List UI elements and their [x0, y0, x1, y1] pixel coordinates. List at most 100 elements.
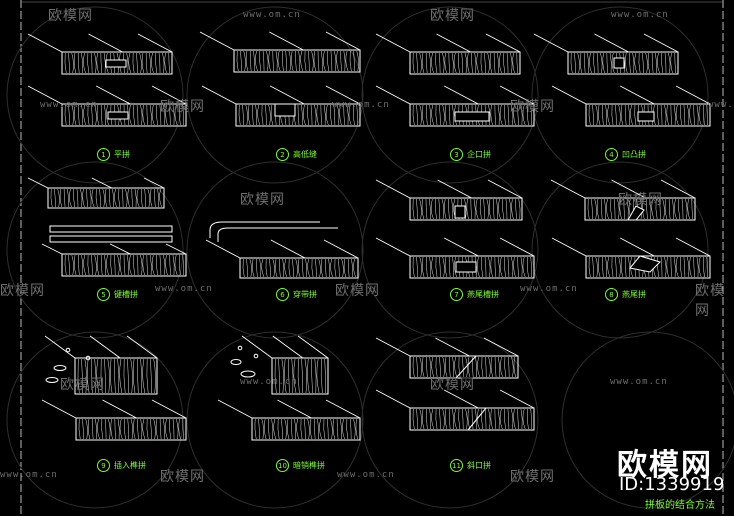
wood-grain	[291, 418, 293, 440]
wood-grain	[304, 358, 307, 394]
watermark-circle	[361, 331, 539, 509]
wood-grain	[504, 408, 506, 430]
wood-grain	[606, 52, 609, 74]
wood-grain	[462, 356, 464, 378]
wood-grain	[108, 188, 111, 208]
wood-grain	[488, 256, 491, 278]
board-edge	[102, 399, 137, 419]
wood-grain	[113, 254, 116, 276]
wood-grain	[642, 52, 644, 74]
board	[241, 335, 329, 395]
wood-grain	[327, 418, 329, 440]
wood-grain	[461, 408, 464, 430]
wood-grain	[255, 104, 258, 126]
wood-grain	[500, 356, 503, 378]
wood-grain	[340, 418, 342, 440]
wood-grain	[99, 188, 101, 208]
joint-name: 暗销榫拼	[293, 461, 325, 470]
watermark-logo: 欧模网	[695, 283, 725, 319]
wood-grain	[505, 198, 508, 220]
wood-grain	[140, 254, 143, 276]
wood-grain	[607, 256, 611, 278]
wood-grain	[475, 198, 479, 220]
wood-grain	[490, 104, 493, 126]
board-edge	[89, 335, 121, 359]
wood-grain	[698, 104, 702, 126]
watermark-url: www.om.cn	[0, 470, 58, 480]
joint-number: 7	[450, 288, 463, 301]
wood-grain	[275, 50, 278, 72]
wood-grain	[570, 52, 573, 74]
board-edge	[217, 399, 253, 419]
board-edge	[619, 237, 655, 257]
wood-grain	[657, 52, 660, 74]
joint-notch	[107, 111, 129, 120]
wood-grain	[103, 52, 106, 74]
wood-grain	[50, 188, 53, 208]
board-edge	[143, 177, 165, 189]
wood-grain	[314, 104, 317, 126]
board-edge	[487, 179, 523, 199]
watermark-circle	[6, 6, 184, 184]
wood-grain	[439, 356, 441, 378]
wood-grain	[657, 104, 660, 126]
wood-grain	[513, 256, 516, 278]
wood-grain	[254, 418, 257, 440]
wood-grain	[497, 256, 500, 278]
wood-grain	[442, 256, 445, 278]
wood-grain	[526, 256, 529, 278]
wood-grain	[680, 256, 682, 278]
wood-grain	[412, 408, 415, 430]
wood-grain	[664, 198, 668, 220]
wood-grain	[300, 418, 303, 440]
wood-grain	[317, 50, 320, 72]
wood-grain	[426, 408, 428, 430]
wood-grain	[346, 104, 349, 126]
wood-grain	[510, 408, 514, 430]
wood-grain	[284, 418, 287, 440]
wood-grain	[702, 104, 705, 126]
wood-grain	[674, 52, 676, 74]
wood-grain	[333, 50, 337, 72]
board-edge	[269, 85, 305, 105]
board-face	[409, 197, 523, 221]
wood-grain	[520, 104, 523, 126]
wood-grain	[624, 256, 627, 278]
wood-grain	[151, 104, 155, 126]
wood-grain	[94, 104, 97, 126]
wood-grain	[91, 254, 93, 276]
wood-grain	[130, 418, 134, 440]
wood-grain	[288, 358, 290, 394]
wood-grain	[649, 198, 652, 220]
wood-grain	[78, 104, 80, 126]
wood-grain	[494, 408, 497, 430]
wood-grain	[305, 258, 308, 278]
wood-grain	[412, 356, 415, 378]
wood-grain	[95, 418, 97, 440]
wood-grain	[168, 52, 170, 74]
wood-grain	[82, 188, 85, 208]
joint-number: 4	[605, 148, 618, 161]
wood-grain	[172, 418, 175, 440]
wood-grain	[80, 188, 83, 208]
wood-grain	[530, 104, 532, 126]
wood-grain	[245, 50, 249, 72]
tenon-hole	[45, 377, 59, 383]
board-edge	[88, 33, 123, 53]
wood-grain	[662, 198, 665, 220]
wood-grain	[313, 418, 316, 440]
board-face	[567, 51, 679, 75]
wood-grain	[448, 256, 451, 278]
wood-grain	[522, 104, 526, 126]
wood-grain	[620, 256, 624, 278]
joint-label-6: 6 穿带拼	[276, 288, 317, 301]
wood-grain	[448, 52, 451, 74]
wood-grain	[243, 50, 246, 72]
wood-grain	[607, 104, 611, 126]
wood-grain	[611, 256, 614, 278]
joint-name: 插入榫拼	[114, 461, 146, 470]
board	[41, 243, 187, 277]
board-face	[409, 355, 519, 379]
wood-grain	[507, 104, 510, 126]
